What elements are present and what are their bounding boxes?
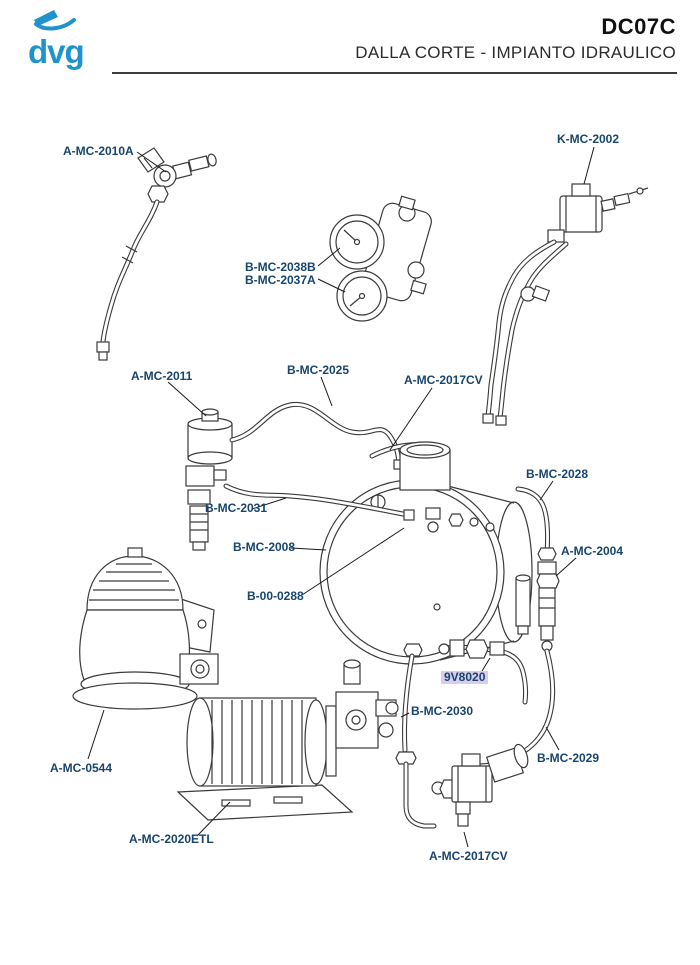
part-label-9v8020: 9V8020 [441,671,489,684]
part-label-b-mc-2008: B-MC-2008 [233,540,296,554]
part-drawing-boiler [319,441,533,665]
part-label-b-mc-2028: B-MC-2028 [526,467,589,481]
part-label-a-mc-2017cv-top: A-MC-2017CV [404,373,483,387]
document-code: DC07C [601,14,676,39]
part-drawing-valve-2004 [515,561,560,652]
header-divider [112,72,677,74]
part-label-b-mc-2030: B-MC-2030 [411,704,474,718]
part-label-k-mc-2002: K-MC-2002 [557,132,620,146]
part-label-a-mc-0544: A-MC-0544 [50,761,113,775]
part-label-b-mc-2037a: B-MC-2037A [245,273,316,287]
part-drawing-pipe-2025 [229,401,405,470]
part-drawing-valve-2017cv-bottom [395,743,529,829]
part-drawing-pipe-2030 [401,643,423,753]
part-drawing-solenoid-tank [185,408,233,551]
part-label-a-mc-2004: A-MC-2004 [561,544,624,558]
dvg-logo: dvg [28,8,108,70]
part-label-a-mc-2011: A-MC-2011 [131,369,193,383]
part-drawing-gauges [329,195,432,322]
part-drawing-solenoid-valve-top [482,183,649,426]
part-label-a-mc-2020etl: A-MC-2020ETL [129,832,214,846]
dvg-logo-icon [34,10,76,31]
part-drawing-steam-tap [96,147,217,361]
part-drawing-pipe-2031 [223,483,415,521]
part-label-b-00-0288: B-00-0288 [247,589,304,603]
document-title: DALLA CORTE - IMPIANTO IDRAULICO [355,43,676,62]
part-drawing-pipe-2028 [515,486,557,561]
part-label-b-mc-2025: B-MC-2025 [287,363,350,377]
part-label-a-mc-2010a: A-MC-2010A [63,144,134,158]
part-label-a-mc-2017cv-bottom: A-MC-2017CV [429,849,508,863]
leader-lines [87,146,595,848]
part-label-b-mc-2029: B-MC-2029 [537,751,600,765]
part-label-b-mc-2038b: B-MC-2038B [245,260,316,274]
logo-text: dvg [28,33,85,70]
part-drawing-valve-9v8020 [438,639,529,705]
part-label-b-mc-2031: B-MC-2031 [205,501,268,515]
part-drawing-pump-motor [176,659,399,821]
part-drawing-motor [72,547,219,710]
title-block: DC07C DALLA CORTE - IMPIANTO IDRAULICO [355,14,676,63]
header: dvg DC07C DALLA CORTE - IMPIANTO IDRAULI… [0,0,700,74]
